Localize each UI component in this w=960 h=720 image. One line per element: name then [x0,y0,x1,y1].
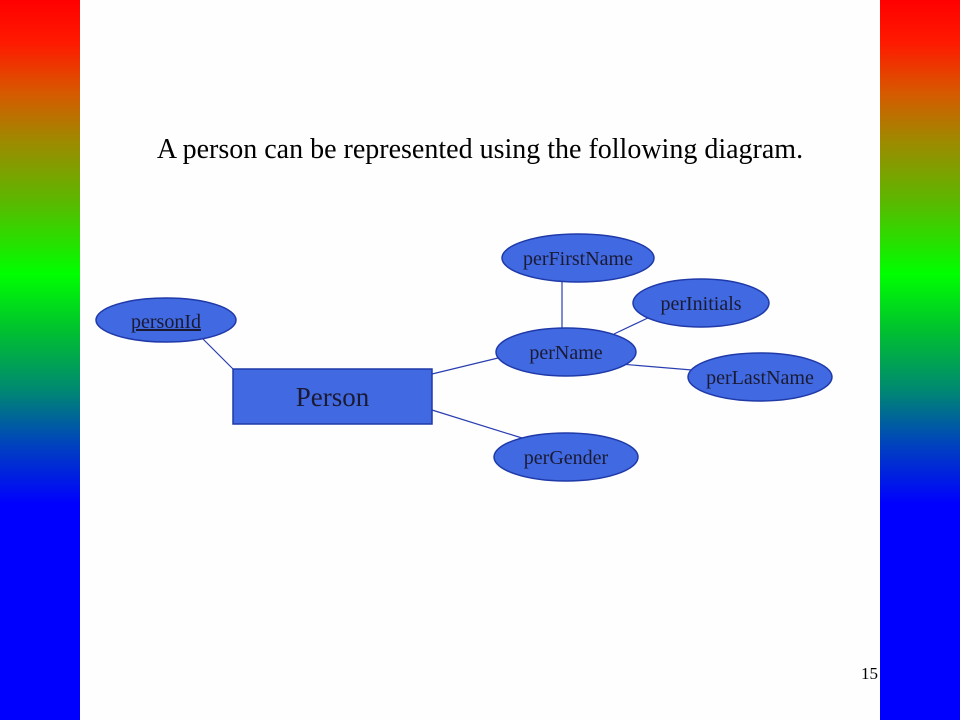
link-personid-person [199,335,235,371]
attribute-perinitials-label: perInitials [660,293,741,315]
link-pername-perinitials [613,315,653,335]
attribute-perlastname[interactable]: perLastName [687,352,833,402]
attribute-perfirstname[interactable]: perFirstName [501,233,655,283]
entity-person-label: Person [296,382,370,412]
link-pername-perlastname [619,363,693,371]
attribute-pername-label: perName [529,342,602,364]
link-person-pername [431,357,499,375]
right-gradient-bar [880,0,960,720]
slide-title: A person can be represented using the fo… [156,134,804,165]
left-gradient-bar [0,0,80,720]
link-person-pergender [431,409,523,439]
attribute-personid[interactable]: personId [95,297,237,343]
page-number: 15 [861,664,878,683]
attribute-perinitials[interactable]: perInitials [632,278,770,328]
attribute-pergender-label: perGender [524,447,609,469]
attribute-perfirstname-label: perFirstName [523,248,633,270]
attribute-pername[interactable]: perName [495,327,637,377]
slide: A person can be represented using the fo… [80,0,880,720]
attribute-pergender[interactable]: perGender [493,432,639,482]
attribute-personid-label: personId [131,311,201,333]
er-diagram: Person personId perName perGender perFir… [95,233,833,482]
entity-person[interactable]: Person [232,368,433,425]
attribute-perlastname-label: perLastName [706,367,814,389]
